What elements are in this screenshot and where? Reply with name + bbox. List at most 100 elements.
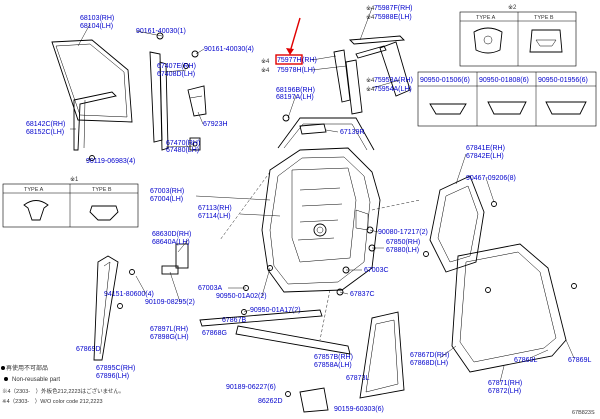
clip-type-b-icon [89, 205, 119, 221]
label-67003[interactable]: 67003(RH) [150, 188, 184, 195]
label-67873[interactable]: 67873L [346, 375, 369, 382]
label-90161b[interactable]: 90161-40030(4) [204, 46, 254, 53]
label-67872[interactable]: 67872(LH) [488, 388, 521, 395]
label-75988[interactable]: 75988E(LH) [374, 14, 412, 21]
label-67895[interactable]: 67895C(RH) [96, 365, 135, 372]
label-67003a[interactable]: 67003A [198, 285, 222, 292]
label-67470[interactable]: 67470(RH) [166, 140, 200, 147]
label-75987[interactable]: 75987F(RH) [374, 5, 413, 12]
label-67408[interactable]: 67408D(LH) [157, 71, 195, 78]
label-90950-01808[interactable]: 90950-01808(6) [479, 77, 529, 84]
diagram-code: 67B823S [572, 410, 595, 416]
label-67897[interactable]: 67897L(RH) [150, 326, 188, 333]
label-67871[interactable]: 67871(RH) [488, 380, 522, 387]
label-67114[interactable]: 67114(LH) [198, 213, 231, 220]
corner-molding [379, 41, 411, 97]
rear-molding [333, 49, 363, 115]
label-75953[interactable]: 75953A(RH) [374, 77, 413, 84]
label-67869l-b[interactable]: 67869L [568, 357, 591, 364]
door-frame-upper [277, 117, 375, 151]
label-90161a[interactable]: 90161-40030(1) [136, 28, 186, 35]
legend-en: Non-reusable part [12, 377, 60, 383]
label-67407[interactable]: 67407E(RH) [157, 63, 196, 70]
label-68152[interactable]: 68152C(LH) [26, 129, 64, 136]
label-67896[interactable]: 67896(LH) [96, 373, 129, 380]
label-67139[interactable]: 67139R [340, 129, 365, 136]
window-regulator-bracket [187, 85, 207, 117]
label-68197[interactable]: 68197A(LH) [276, 94, 314, 101]
name-plate [299, 123, 327, 135]
label-67869l-a[interactable]: 67869L [514, 357, 537, 364]
label-68196[interactable]: 68196B(RH) [276, 87, 315, 94]
labels-right: 67841E(RH) 67842E(LH) 90467-09206(8) 678… [410, 145, 595, 416]
belt-molding [348, 35, 406, 59]
clip-type-a2-icon [473, 27, 503, 54]
label-67841[interactable]: 67841E(RH) [466, 145, 505, 152]
label-90950a[interactable]: 90950-01A02(2) [216, 293, 267, 300]
label-86262[interactable]: 86262D [258, 398, 283, 405]
label-75978[interactable]: 75978H(LH) [277, 67, 315, 74]
label-67867[interactable]: 67867B [222, 317, 246, 324]
label-90950b[interactable]: 90950-01A17(2) [250, 307, 301, 314]
type-b-label: TYPE B [92, 187, 112, 193]
label-90109[interactable]: 90109-08295(2) [145, 299, 195, 306]
label-68630[interactable]: 68630D(RH) [152, 231, 191, 238]
leaders-right [439, 153, 575, 383]
label-90467[interactable]: 90467-09206(8) [466, 175, 516, 182]
star4-d: ※4 [366, 14, 375, 21]
highlight-box [275, 54, 303, 65]
star1-mark: ※1 [70, 176, 79, 183]
label-75954[interactable]: 75954A(LH) [374, 86, 412, 93]
label-67837[interactable]: 67837C [350, 291, 375, 298]
label-90950-01956[interactable]: 90950-01956(6) [538, 77, 588, 84]
label-68640[interactable]: 68640A(LH) [152, 239, 190, 246]
red-arrowhead [286, 48, 294, 55]
star2-mark: ※2 [508, 4, 517, 11]
red-arrow [289, 17, 301, 53]
label-67880[interactable]: 67880(LH) [386, 247, 419, 254]
label-67850[interactable]: 67850(RH) [386, 239, 420, 246]
leaders-left-top [70, 23, 205, 162]
bolts-left [89, 32, 199, 161]
label-67868[interactable]: 67868G [202, 330, 227, 337]
label-67480[interactable]: 67480(LH) [166, 147, 199, 154]
rear-channel [73, 91, 117, 151]
type-a-label: TYPE A [24, 187, 44, 193]
label-90080[interactable]: 90080-17217(2) [378, 229, 428, 236]
lower-moldings [199, 309, 405, 413]
legend: 再使用不可部品 Non-reusable part ※4（2303- ）外板色2… [1, 364, 124, 405]
star4-b: ※4 [261, 67, 270, 74]
label-67842[interactable]: 67842E(LH) [466, 153, 504, 160]
label-68142[interactable]: 68142C(RH) [26, 121, 65, 128]
label-67923[interactable]: 67923H [203, 121, 228, 128]
label-90159[interactable]: 90159-60303(6) [334, 406, 384, 413]
label-90950-01506[interactable]: 90950-01506(6) [420, 77, 470, 84]
label-68104[interactable]: 68104(LH) [80, 23, 113, 30]
door-panel [261, 147, 381, 293]
label-67004[interactable]: 67004(LH) [150, 196, 183, 203]
label-67869d[interactable]: 67869D [76, 346, 101, 353]
label-90119[interactable]: 90119-06983(4) [86, 158, 135, 165]
leaders-center [135, 7, 421, 341]
label-90189[interactable]: 90189-06227(6) [226, 384, 276, 391]
label-67898[interactable]: 67898G(LH) [150, 334, 189, 341]
label-94151[interactable]: 94151-80600(4) [104, 291, 154, 298]
label-67003c[interactable]: 67003C [364, 267, 389, 274]
grommet-table: 90950-01506(6) 90950-01808(6) 90950-0195… [417, 71, 597, 127]
star4-e: ※4 [366, 77, 375, 84]
label-75977[interactable]: 75977H [277, 57, 302, 64]
star4-c: ※4 [366, 5, 375, 12]
division-bar [149, 51, 169, 151]
clip-type-box-2: ※2 TYPE A TYPE B [459, 4, 577, 67]
door-glass [51, 39, 133, 123]
type-a2-label: TYPE A [476, 15, 496, 21]
label-67857[interactable]: 67857B(RH) [314, 354, 353, 361]
label-75977-rh: (RH) [302, 57, 317, 64]
label-67868d[interactable]: 67868D(LH) [410, 360, 448, 367]
label-68103[interactable]: 68103(RH) [80, 15, 114, 22]
label-67867d[interactable]: 67867D(RH) [410, 352, 449, 359]
label-67113[interactable]: 67113(RH) [198, 205, 232, 212]
label-67858[interactable]: 67858A(LH) [314, 362, 352, 369]
note-jp: ※4（2303- ）外板色212,2223はございません。 [2, 387, 124, 395]
